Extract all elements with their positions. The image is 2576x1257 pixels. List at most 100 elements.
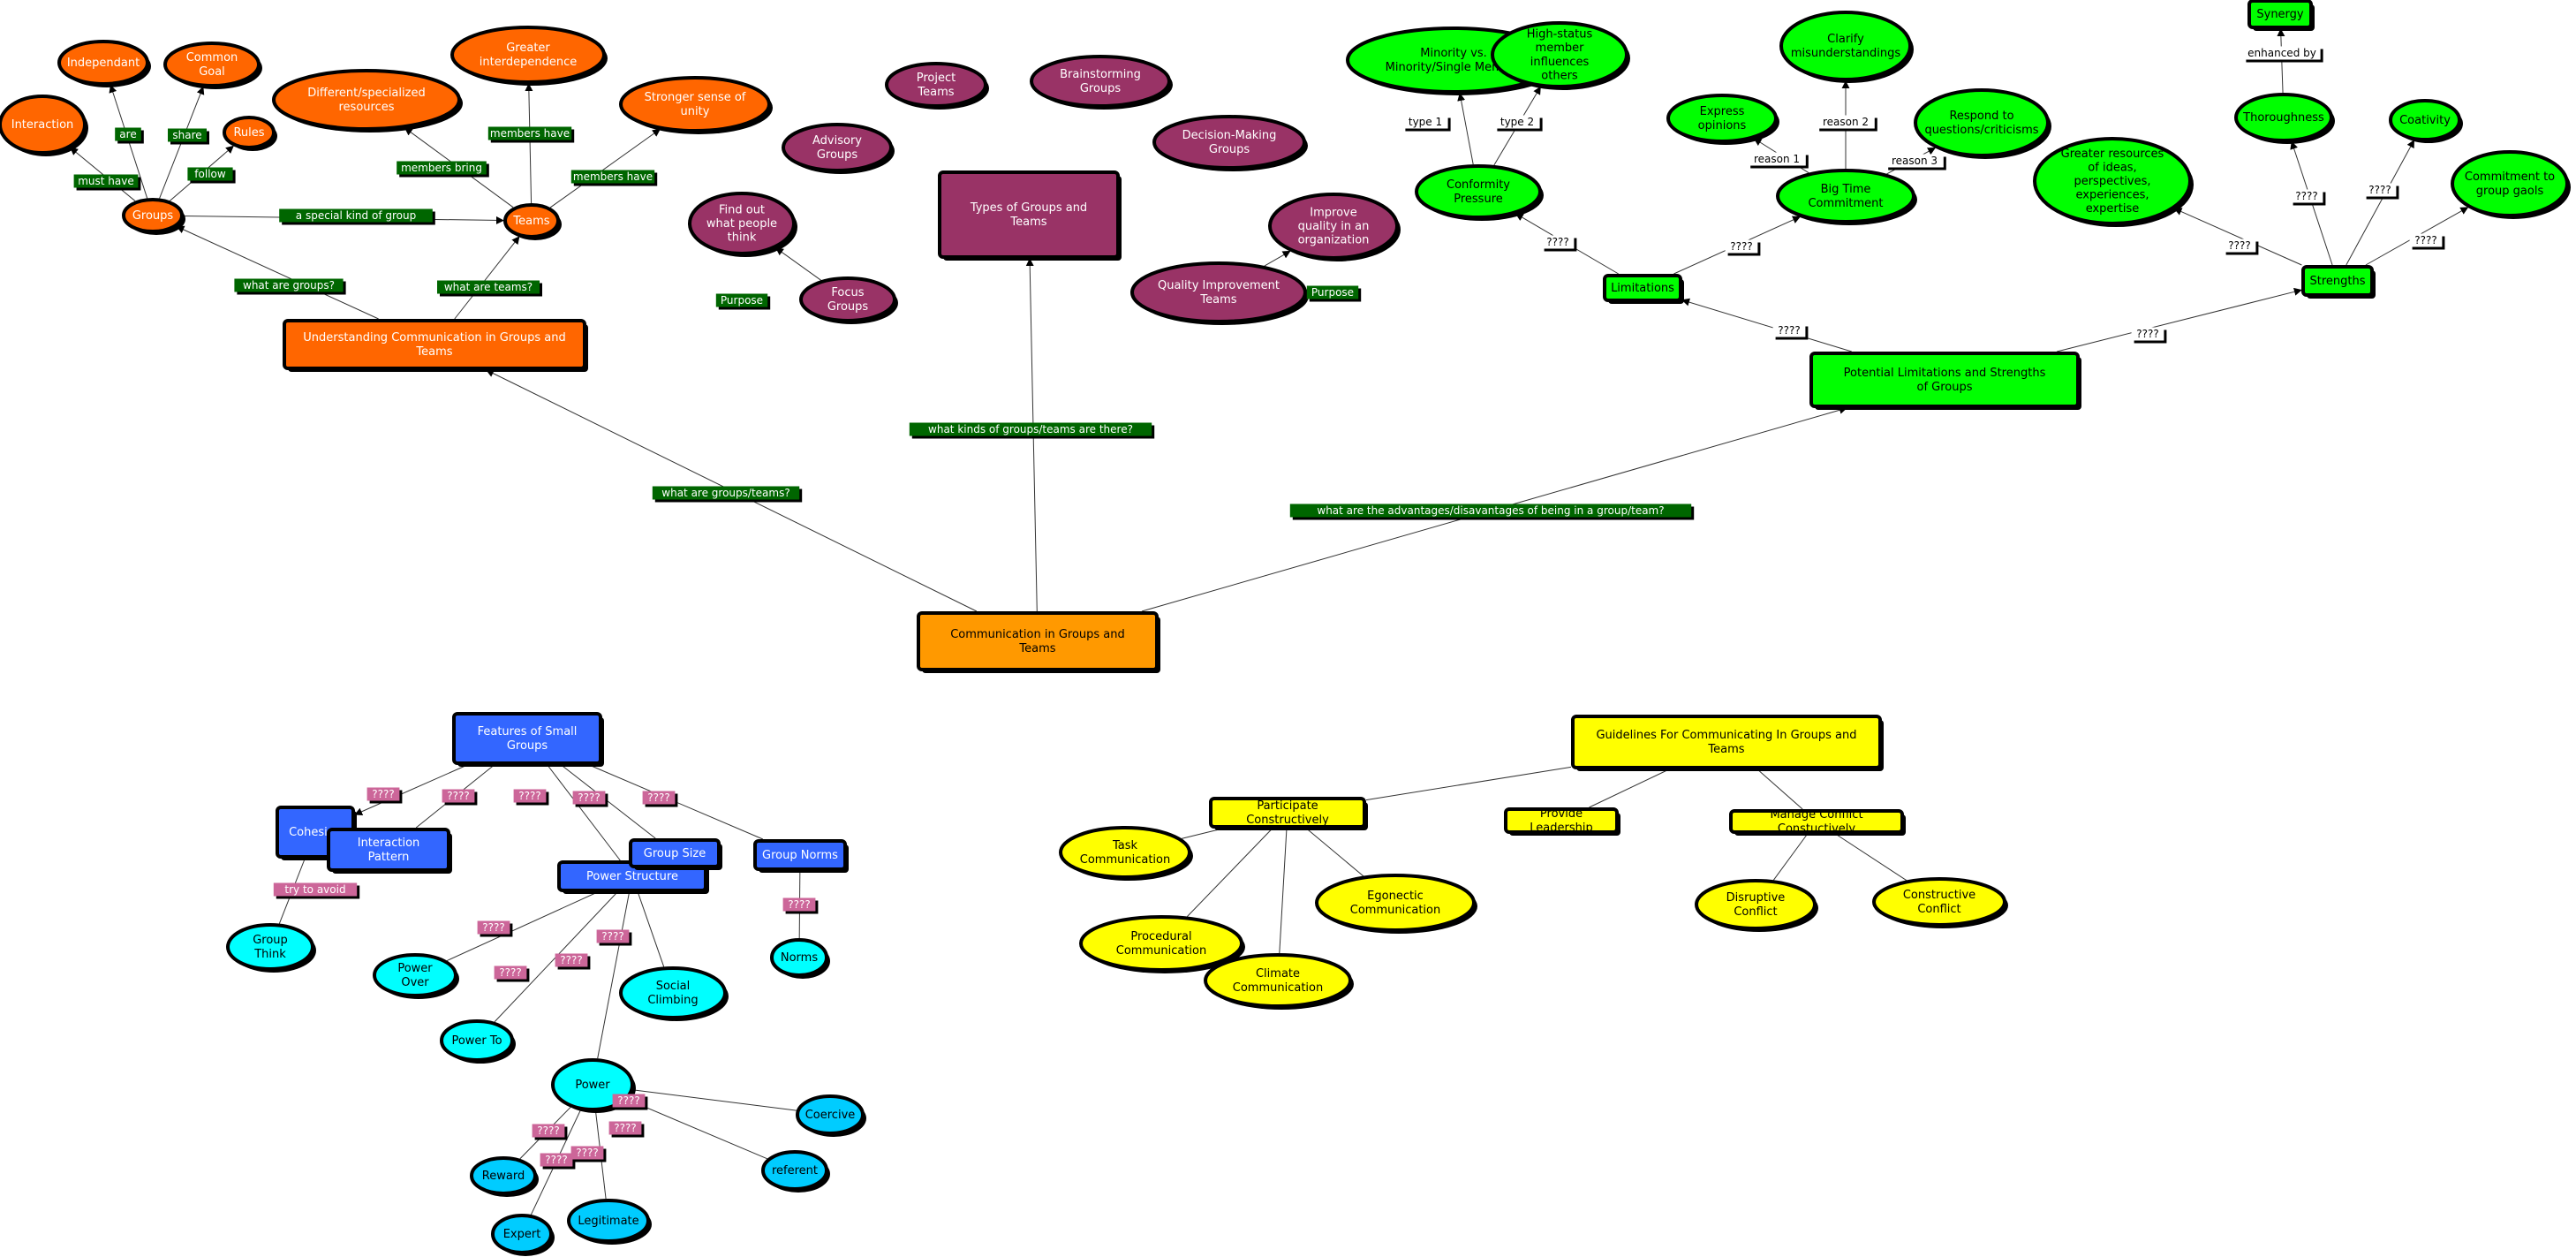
concept-reward[interactable]: Reward <box>470 1156 539 1197</box>
concept-legitimate[interactable]: Legitimate <box>567 1199 652 1245</box>
node-shape[interactable] <box>1504 807 1619 834</box>
node-shape[interactable] <box>1315 874 1476 932</box>
node-shape[interactable] <box>1779 11 1912 81</box>
node-shape[interactable] <box>226 923 314 971</box>
concept-coativity[interactable]: Coativity <box>2389 99 2463 143</box>
node-shape[interactable] <box>761 1150 828 1191</box>
concept-power[interactable]: Power <box>551 1058 636 1113</box>
concept-limitations[interactable]: Limitations <box>1603 274 1684 304</box>
node-shape[interactable] <box>619 966 727 1019</box>
concept-group-size[interactable]: Group Size <box>629 838 722 870</box>
node-shape[interactable] <box>503 203 560 239</box>
node-shape[interactable] <box>1204 953 1352 1008</box>
node-shape[interactable] <box>938 170 1120 259</box>
node-shape[interactable] <box>1729 809 1904 834</box>
concept-understanding[interactable]: Understanding Communication in Groups an… <box>283 319 588 372</box>
node-shape[interactable] <box>688 192 796 255</box>
node-shape[interactable] <box>1695 879 1817 930</box>
node-shape[interactable] <box>885 62 987 108</box>
node-shape[interactable] <box>2301 265 2374 297</box>
node-shape[interactable] <box>373 953 457 997</box>
node-shape[interactable] <box>1914 88 2050 157</box>
node-shape[interactable] <box>629 838 721 868</box>
node-shape[interactable] <box>1491 21 1628 88</box>
concept-thoroughness[interactable]: Thoroughness <box>2234 93 2335 144</box>
node-shape[interactable] <box>327 828 450 872</box>
node-shape[interactable] <box>2033 137 2192 225</box>
concept-power-to[interactable]: Power To <box>440 1019 516 1064</box>
node-shape[interactable] <box>782 123 893 172</box>
node-shape[interactable] <box>1809 352 2080 408</box>
concept-interaction[interactable]: Interaction <box>0 95 88 156</box>
node-shape[interactable] <box>770 938 828 977</box>
node-shape[interactable] <box>1415 164 1542 219</box>
concept-referent[interactable]: referent <box>761 1150 830 1193</box>
node-shape[interactable] <box>2234 93 2333 142</box>
concept-coercive[interactable]: Coercive <box>796 1094 866 1137</box>
node-shape[interactable] <box>1209 797 1366 829</box>
node-shape[interactable] <box>0 95 87 155</box>
node-shape[interactable] <box>450 26 606 84</box>
node-shape[interactable] <box>1872 877 2006 927</box>
concept-rules[interactable]: Rules <box>223 116 277 151</box>
node-shape[interactable] <box>1571 715 1882 769</box>
node-shape[interactable] <box>122 198 184 233</box>
node-shape[interactable] <box>163 42 261 87</box>
node-shape[interactable] <box>551 1058 634 1111</box>
node-shape[interactable] <box>796 1094 865 1135</box>
concept-independant[interactable]: Independant <box>57 40 151 87</box>
node-shape[interactable] <box>1666 94 1778 143</box>
concept-expert[interactable]: Expert <box>491 1214 555 1256</box>
node-shape[interactable] <box>223 116 276 149</box>
node-shape[interactable] <box>440 1019 514 1062</box>
node-shape[interactable] <box>1130 261 1307 323</box>
concept-groups[interactable]: Groups <box>122 198 185 235</box>
node-shape[interactable] <box>2451 150 2569 217</box>
node-shape[interactable] <box>1268 193 1399 260</box>
concept-synergy[interactable]: Synergy <box>2247 0 2315 31</box>
node-shape[interactable] <box>283 319 586 370</box>
concept-power-structure[interactable]: Power Structure <box>557 860 709 894</box>
node-shape[interactable] <box>452 712 602 765</box>
node-shape[interactable] <box>567 1199 650 1243</box>
concept-norms[interactable]: Norms <box>770 938 830 979</box>
node-shape[interactable] <box>1152 115 1306 170</box>
node-shape[interactable] <box>917 611 1159 671</box>
concept-group-norms[interactable]: Group Norms <box>753 839 849 873</box>
node-shape[interactable] <box>491 1214 553 1254</box>
node-shape[interactable] <box>619 76 771 133</box>
node-shape[interactable] <box>1030 55 1171 108</box>
